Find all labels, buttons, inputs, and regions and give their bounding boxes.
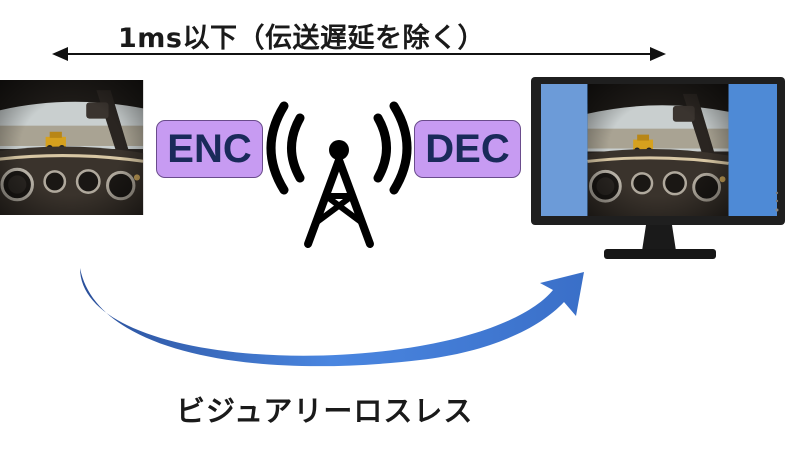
encoder-box: ENC	[156, 120, 263, 178]
encoder-label: ENC	[167, 126, 252, 171]
wireless-antenna-icon	[266, 101, 412, 248]
decoder-label: DEC	[425, 126, 510, 171]
source-camera-image	[0, 80, 144, 215]
visually-lossless-label: ビジュアリーロスレス	[176, 394, 474, 428]
monitor-icon	[531, 77, 785, 259]
latency-label: 1ms以下（伝送遅延を除く）	[118, 23, 485, 54]
bypass-arc-arrow	[80, 268, 584, 367]
latency-arrow	[52, 47, 666, 61]
decoder-box: DEC	[414, 120, 521, 178]
